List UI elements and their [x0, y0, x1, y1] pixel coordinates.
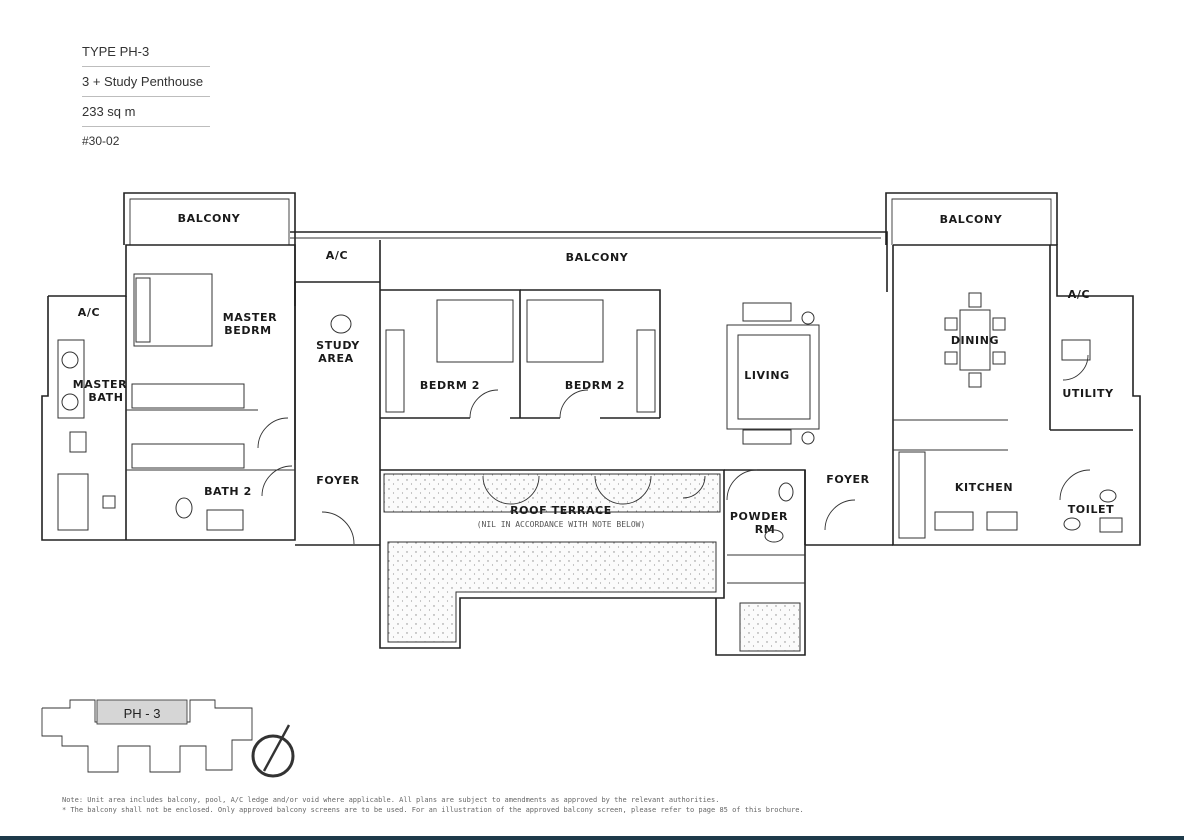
label-dining: DINING [951, 334, 999, 347]
label-master-bedrm-2: BEDRM [224, 324, 271, 337]
label-foyer-left: FOYER [316, 474, 359, 487]
note-line-1: Note: Unit area includes balcony, pool, … [62, 796, 720, 804]
label-bath-2: BATH 2 [204, 485, 252, 498]
label-foyer-right: FOYER [826, 473, 869, 486]
label-study-2: AREA [318, 352, 353, 365]
roof-terrace-deck [383, 473, 721, 513]
label-ac-left: A/C [78, 306, 100, 319]
key-plan: PH - 3 [41, 699, 253, 773]
label-bedrm-b: BEDRM 2 [565, 379, 625, 392]
unit-type: TYPE PH-3 [82, 44, 150, 59]
label-master-bath-1: MASTER [73, 378, 127, 391]
label-study-1: STUDY [316, 339, 360, 352]
label-powder-rm-1: POWDER [730, 510, 788, 523]
furniture [57, 273, 1123, 543]
divider [82, 96, 210, 97]
outer-walls [41, 192, 1141, 656]
divider [82, 66, 210, 67]
note-line-2: * The balcony shall not be enclosed. Onl… [62, 806, 804, 814]
roof-terrace-pool [387, 541, 717, 643]
label-master-bath-2: BATH [88, 391, 123, 404]
interior-walls [125, 245, 1133, 584]
page-bottom-bar [0, 836, 1184, 840]
label-living: LIVING [744, 369, 790, 382]
divider [82, 126, 210, 127]
label-balcony-left: BALCONY [178, 212, 241, 225]
key-plan-label: PH - 3 [124, 706, 161, 721]
label-toilet: TOILET [1068, 503, 1115, 516]
label-powder-rm-2: RM [755, 523, 776, 536]
label-balcony-mid: BALCONY [566, 251, 629, 264]
label-bedrm-a: BEDRM 2 [420, 379, 480, 392]
unit-number: #30-02 [82, 134, 120, 148]
label-ac-right: A/C [1068, 288, 1090, 301]
label-roof-terrace: ROOF TERRACE [510, 504, 612, 517]
label-kitchen: KITCHEN [955, 481, 1013, 494]
unit-description: 3 + Study Penthouse [82, 74, 204, 89]
unit-area: 233 sq m [82, 104, 136, 119]
label-roof-terrace-note: (NIL IN ACCORDANCE WITH NOTE BELOW) [477, 520, 646, 529]
label-master-bedrm-1: MASTER [223, 311, 277, 324]
label-balcony-right: BALCONY [940, 213, 1003, 226]
key-plan-highlight [96, 699, 188, 725]
label-utility: UTILITY [1062, 387, 1114, 400]
label-ac-top: A/C [326, 249, 348, 262]
doors [257, 354, 1091, 545]
north-arrow-icon [251, 724, 295, 778]
planter [739, 602, 801, 652]
